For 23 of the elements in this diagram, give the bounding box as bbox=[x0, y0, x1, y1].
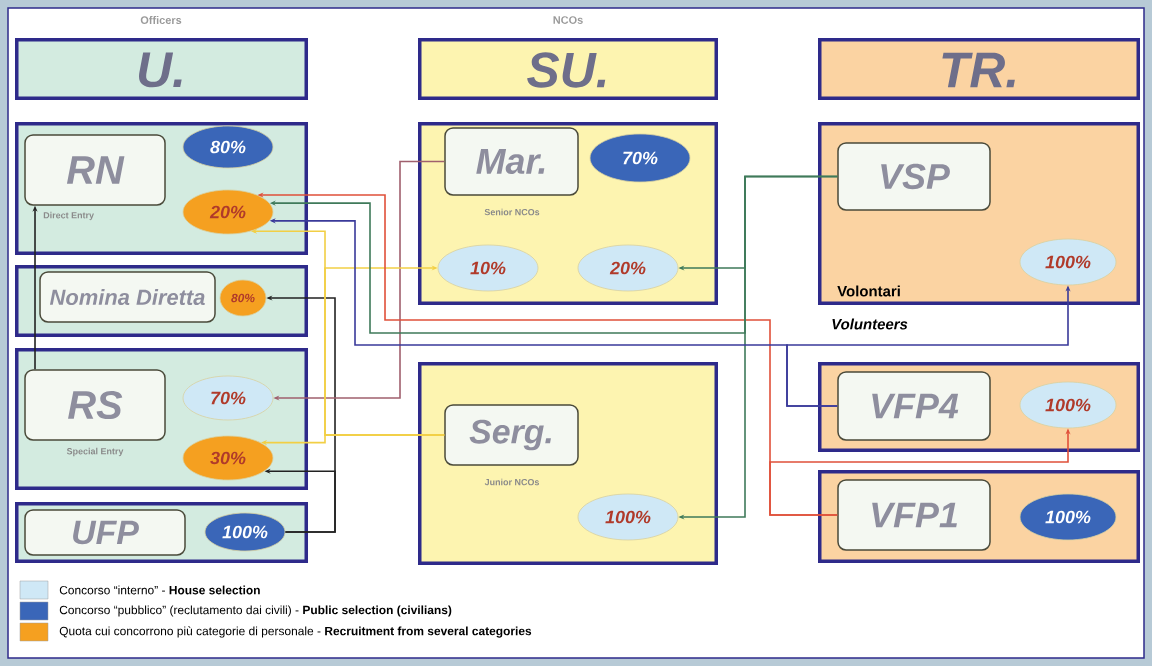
header-label: U. bbox=[139, 52, 182, 88]
rank-box: RS bbox=[24, 369, 166, 441]
column-heading: NCOs bbox=[553, 16, 583, 24]
header-label: TR. bbox=[942, 52, 1015, 88]
rank-box: Nomina Diretta bbox=[39, 271, 216, 323]
rank-box: RN bbox=[24, 134, 166, 206]
rank-box: Mar. bbox=[444, 127, 579, 196]
entry-caption: Direct Entry bbox=[43, 211, 94, 221]
rank-box: VFP4 bbox=[837, 371, 991, 441]
category-label: Volontari bbox=[837, 285, 900, 297]
rank-box: VFP1 bbox=[837, 479, 991, 551]
legend-text: Quota cui concorrono più categorie di personale - Recruitment from several categories bbox=[59, 626, 532, 638]
column-heading: Officers bbox=[140, 16, 182, 24]
entry-caption: Senior NCOs bbox=[484, 208, 540, 216]
header-label: SU. bbox=[527, 52, 606, 88]
legend-text: Concorso “pubblico” (reclutamento dai civili) - Public selection (civilians) bbox=[59, 605, 452, 617]
entry-caption: Junior NCOs bbox=[484, 478, 540, 486]
category-label: Volunteers bbox=[832, 318, 908, 330]
entry-caption: Special Entry bbox=[66, 447, 124, 457]
rank-box: Serg. bbox=[444, 404, 579, 466]
legend-text: Concorso “interno” - House selection bbox=[59, 585, 260, 595]
rank-box: VSP bbox=[837, 142, 991, 211]
rank-box: UFP bbox=[24, 509, 186, 556]
